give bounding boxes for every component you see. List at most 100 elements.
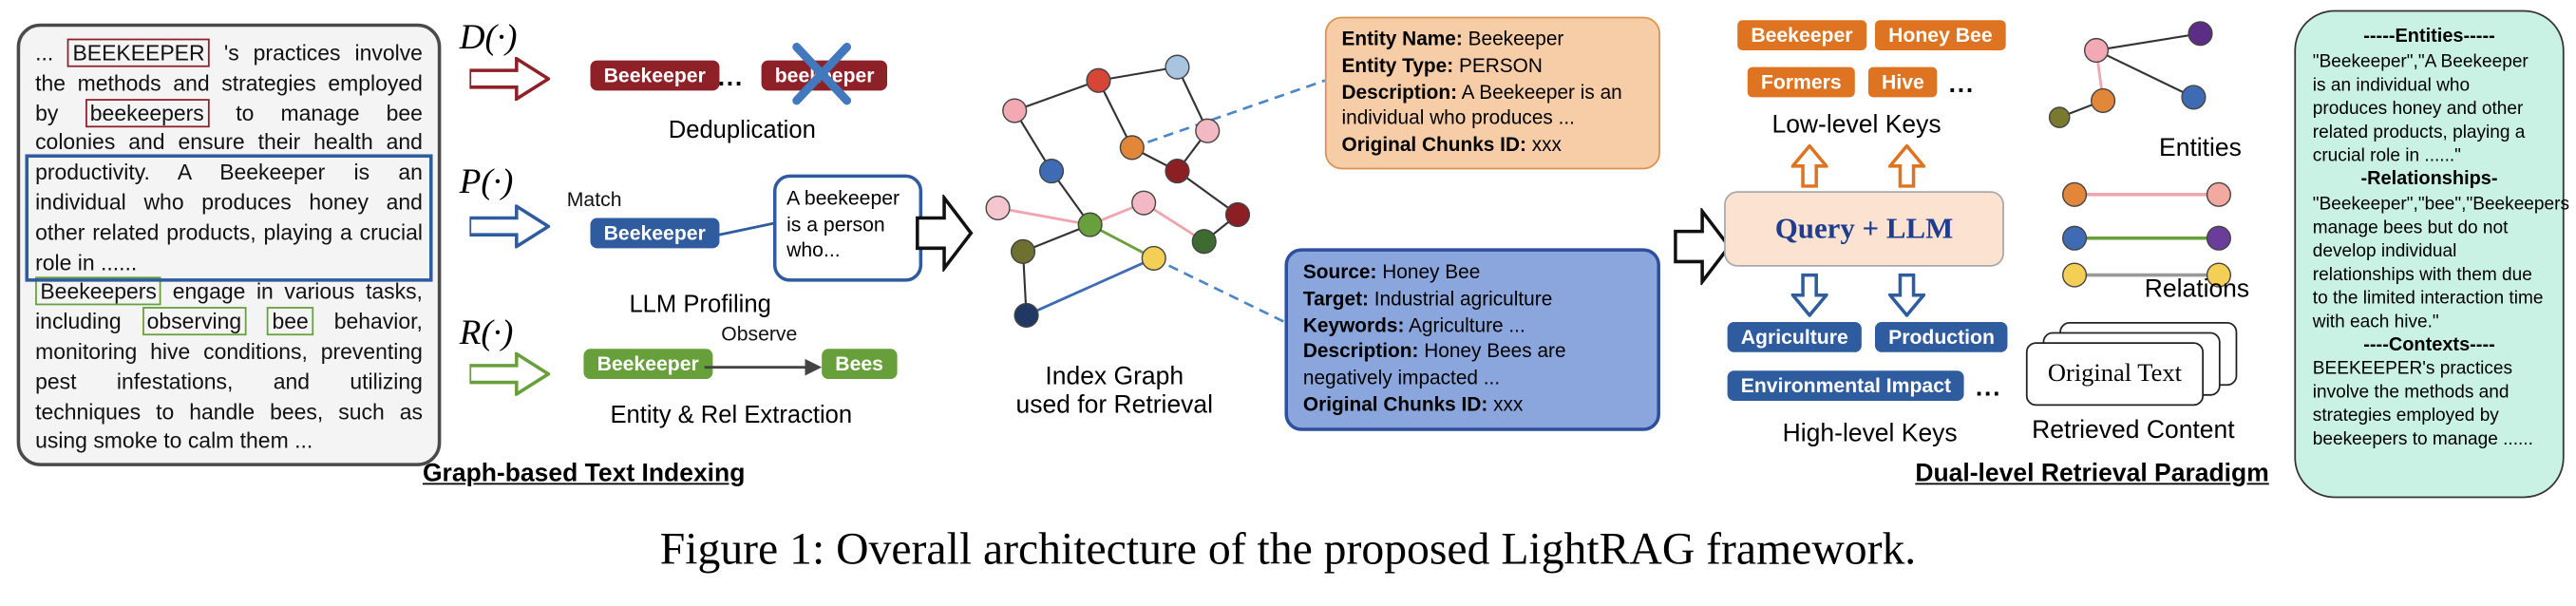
field-value: Beekeeper xyxy=(1468,27,1564,50)
entities-mini-graph xyxy=(2048,21,2213,128)
low-level-keys-label: Low-level Keys xyxy=(1771,110,1941,140)
relations-label: Relations xyxy=(2144,275,2250,304)
contexts-section-text: BEEKEEPER's practices involve the method… xyxy=(2312,359,2533,450)
cross-out-icon xyxy=(792,43,852,105)
card-row: Entity Type: PERSON xyxy=(1342,53,1644,80)
retrieved-content-stack: Original Text xyxy=(2025,322,2245,409)
card-row: Description: Honey Bees are negatively i… xyxy=(1303,339,1642,392)
field-value: Honey Bees are negatively impacted ... xyxy=(1302,339,1566,389)
field-label: Description: xyxy=(1341,80,1458,104)
card-row: Description: A Beekeeper is an individua… xyxy=(1342,80,1644,133)
extraction-label: Entity & Rel Extraction xyxy=(610,402,853,429)
high-level-keys-label: High-level Keys xyxy=(1782,419,1958,448)
relationships-section-text: "Beekeeper","bee","Beekeepers manage bee… xyxy=(2312,193,2569,331)
dedup-operator-symbol: D(·) xyxy=(459,16,518,58)
arrow-right-icon xyxy=(469,204,551,249)
text-run: engage in various tasks, including xyxy=(35,278,423,334)
field-value: Industrial agriculture xyxy=(1373,286,1553,311)
card-row: Original Chunks ID: xxx xyxy=(1342,133,1644,160)
index-graph-label-line2: used for Retrieval xyxy=(1015,390,1214,420)
low-level-key-badge: Formers xyxy=(1747,66,1855,98)
entities-section-text: "Beekeeper","A Beekeeper is an individua… xyxy=(2312,51,2529,166)
field-label: Entity Type: xyxy=(1341,53,1454,77)
entity-highlight-red: beekeepers xyxy=(85,98,210,127)
flow-arrow-icon xyxy=(916,194,974,273)
dual-level-retrieval-label: Dual-level Retrieval Paradigm xyxy=(1915,459,2269,488)
figure-caption: Figure 1: Overall architecture of the pr… xyxy=(659,522,1917,574)
field-label: Original Chunks ID: xyxy=(1341,132,1526,157)
field-value: PERSON xyxy=(1458,53,1543,77)
card-row: Keywords: Agriculture ... xyxy=(1303,312,1642,339)
entity-attributes-card: Entity Name: Beekeeper Entity Type: PERS… xyxy=(1324,16,1660,170)
field-label: Entity Name: xyxy=(1341,27,1463,50)
entities-section-header: -----Entities----- xyxy=(2363,27,2495,47)
entity-badge: Beekeeper xyxy=(583,349,712,380)
card-row: Source: Honey Bee xyxy=(1303,260,1642,287)
index-graph-label: Index Graph used for Retrieval xyxy=(959,362,1270,419)
entity-badge: Beekeeper xyxy=(590,60,719,91)
field-label: Source: xyxy=(1302,259,1377,284)
index-graph-label-line1: Index Graph xyxy=(1045,362,1184,391)
entity-highlight-red: BEEKEEPER xyxy=(67,38,210,67)
text-run: ... xyxy=(35,40,68,66)
field-label: Keywords: xyxy=(1302,312,1405,337)
arrow-right-icon xyxy=(469,57,551,101)
relationships-section-header: -Relationships- xyxy=(2360,169,2498,190)
source-paragraph-1: ... BEEKEEPER 's practices involve the m… xyxy=(35,38,423,277)
index-graph xyxy=(985,54,1251,329)
profiling-operator-symbol: P(·) xyxy=(459,161,514,201)
bubble-connector-line xyxy=(710,221,776,238)
entity-highlight-green: observing xyxy=(142,307,247,336)
extraction-operator-symbol: R(·) xyxy=(459,312,514,352)
relation-attributes-card: Source: Honey Bee Target: Industrial agr… xyxy=(1284,248,1660,431)
entity-highlight-green: bee xyxy=(267,307,314,336)
arrow-down-icon xyxy=(1888,273,1925,317)
card-row: Original Chunks ID: xxx xyxy=(1303,392,1642,419)
low-level-key-badge: Honey Bee xyxy=(1874,20,2006,50)
field-label: Description: xyxy=(1302,339,1419,364)
card-row: Entity Name: Beekeeper xyxy=(1342,27,1644,53)
source-document: ... BEEKEEPER 's practices involve the m… xyxy=(16,23,442,466)
arrow-up-icon xyxy=(1888,143,1925,188)
ellipsis: ... xyxy=(1948,70,1976,100)
low-level-key-badge: Hive xyxy=(1867,66,1938,98)
field-value: Agriculture ... xyxy=(1409,312,1525,337)
relation-edge-label: Observe xyxy=(721,322,798,346)
text-run xyxy=(246,309,267,333)
text-run: to manage bee colonies and ensure their … xyxy=(35,100,423,275)
match-label: Match xyxy=(566,187,622,212)
entity-profile-bubble: A beekeeper is a person who... xyxy=(772,174,923,282)
field-value: Honey Bee xyxy=(1382,259,1481,284)
entity-badge: Bees xyxy=(822,349,898,380)
arrow-up-icon xyxy=(1790,143,1828,188)
low-level-key-badge: Beekeeper xyxy=(1737,20,1866,50)
contexts-section-header: ----Contexts---- xyxy=(2363,334,2495,355)
ellipsis: ... xyxy=(1975,373,2002,403)
graph-based-text-indexing-label: Graph-based Text Indexing xyxy=(422,459,746,488)
query-llm-box: Query + LLM xyxy=(1724,191,2004,267)
retrieved-content-label: Retrieved Content xyxy=(2032,415,2235,445)
ellipsis: ... xyxy=(717,64,745,93)
field-value: xxx xyxy=(1493,392,1524,416)
profiling-label: LLM Profiling xyxy=(629,292,771,319)
relations-mini-graph xyxy=(2062,181,2231,288)
high-level-key-badge: Agriculture xyxy=(1727,322,1862,352)
flow-arrow-icon xyxy=(1674,207,1732,286)
arrow-down-icon xyxy=(1790,273,1828,317)
field-label: Original Chunks ID: xyxy=(1302,392,1488,416)
entities-label: Entities xyxy=(2159,134,2242,163)
original-text-document: Original Text xyxy=(2025,342,2205,407)
arrow-right-icon xyxy=(469,351,551,396)
field-label: Target: xyxy=(1302,286,1369,311)
retrieved-context-panel: -----Entities----- "Beekeeper","A Beekee… xyxy=(2294,9,2569,499)
high-level-key-badge: Production xyxy=(1874,322,2009,352)
source-paragraph-2: Beekeepers engage in various tasks, incl… xyxy=(35,276,423,457)
field-value: xxx xyxy=(1531,132,1562,157)
entity-badge: Beekeeper xyxy=(590,218,719,249)
text-run: 's practices involve the methods and str… xyxy=(35,40,423,125)
entity-highlight-green: Beekeepers xyxy=(35,276,162,307)
field-value: A Beekeeper is an individual who produce… xyxy=(1341,80,1622,130)
relation-arrow-icon xyxy=(704,358,823,376)
